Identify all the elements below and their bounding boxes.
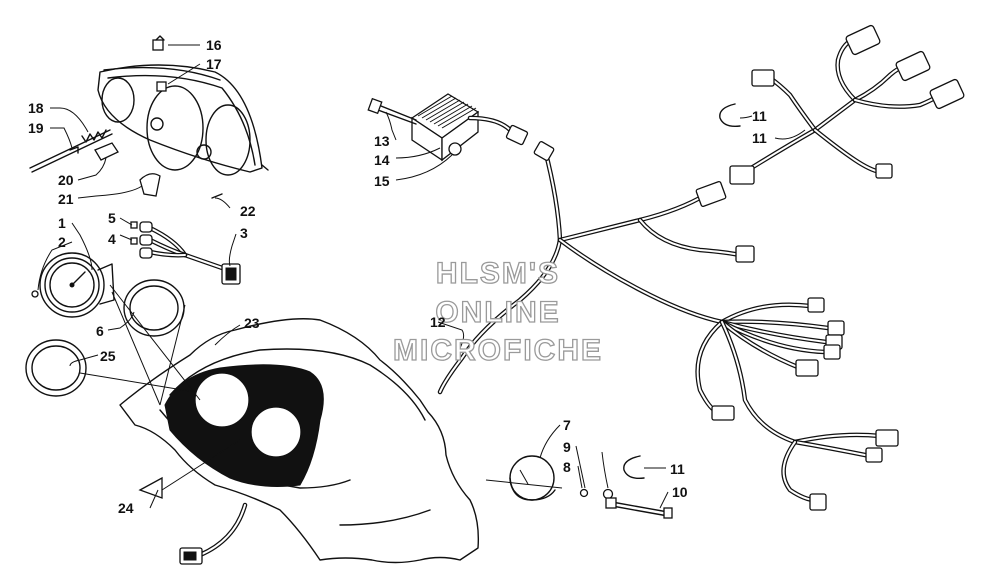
retaining-ring — [623, 455, 645, 480]
callout-11-bottom: 11 — [670, 461, 685, 477]
callout-19: 18 — [28, 100, 44, 116]
callout-17: 16 — [206, 37, 222, 53]
callout-13: 12 — [430, 314, 446, 330]
retaining-ring — [719, 103, 741, 128]
callout-26: 25 — [100, 348, 116, 364]
gauge-bezel-ring — [123, 279, 185, 337]
callout-22: 21 — [58, 191, 74, 207]
callout-11-top: 11 — [752, 108, 767, 124]
headlight-assembly — [29, 35, 269, 199]
callout-14: 13 — [374, 133, 390, 149]
callout-labels: 16 17 18 19 20 21 22 1 2 3 4 5 6 25 23 2… — [28, 37, 767, 516]
gauge-trim-ring — [25, 339, 87, 397]
warning-decal — [138, 476, 163, 499]
speed-sensor-parts — [485, 455, 673, 519]
callout-16: 15 — [374, 173, 390, 189]
instrument-dash-panel — [119, 318, 480, 565]
callout-12: 11 — [752, 130, 767, 146]
speedometer-gauge — [31, 252, 115, 318]
callout-25: 24 — [118, 500, 134, 516]
sub-harness-12 — [729, 24, 965, 185]
main-wiring-harness — [437, 141, 899, 511]
callout-24: 23 — [244, 315, 260, 331]
callout-8: 8 — [563, 459, 571, 475]
callout-18: 17 — [206, 56, 222, 72]
callout-23: 22 — [240, 203, 256, 219]
leader-lines — [37, 44, 806, 509]
gauge-light-harness — [130, 221, 241, 285]
voltage-regulator — [367, 93, 529, 162]
callout-5: 5 — [108, 210, 116, 226]
callout-9: 9 — [563, 439, 571, 455]
callout-6: 6 — [96, 323, 104, 339]
callout-7: 7 — [563, 417, 571, 433]
watermark: HLSM'S ONLINE MICROFICHE — [392, 256, 603, 367]
callout-3: 3 — [240, 225, 248, 241]
callout-21: 20 — [58, 172, 74, 188]
watermark-line-2: ONLINE — [435, 296, 560, 329]
callout-15: 14 — [374, 152, 390, 168]
callout-1: 1 — [58, 215, 66, 231]
callout-20: 19 — [28, 120, 44, 136]
watermark-line-3: MICROFICHE — [393, 334, 603, 367]
callout-2: 2 — [58, 234, 66, 250]
callout-10: 10 — [672, 484, 688, 500]
watermark-line-1: HLSM'S — [436, 257, 560, 290]
callout-4: 4 — [108, 231, 116, 247]
